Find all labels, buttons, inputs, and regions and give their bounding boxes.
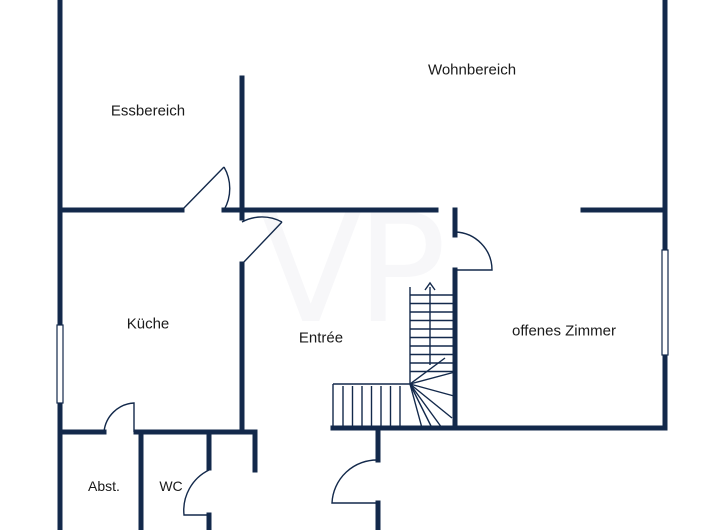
- interior-walls: [57, 75, 668, 530]
- room-label-entree: Entrée: [298, 329, 344, 347]
- doors: [103, 166, 493, 516]
- staircase: [332, 281, 456, 429]
- room-label-essbereich: Essbereich: [110, 102, 186, 120]
- door-kueche-entree: [241, 216, 283, 265]
- room-label-wc: WC: [159, 478, 183, 494]
- door-entree-wohnbereich: [454, 210, 493, 271]
- window-offenes-zimmer: [661, 249, 669, 356]
- door-abstellraum: [103, 402, 135, 433]
- door-entrance: [331, 459, 379, 504]
- door-essbereich-kueche: [181, 166, 231, 211]
- window-kueche: [56, 324, 64, 404]
- room-label-wohnbereich: Wohnbereich: [427, 61, 517, 79]
- room-label-offenes-zimmer: offenes Zimmer: [512, 322, 616, 340]
- door-wc: [183, 469, 210, 516]
- room-label-abstellraum: Abst.: [88, 478, 120, 494]
- outer-walls: [57, 0, 668, 530]
- windows: [56, 249, 669, 404]
- room-label-kueche: Küche: [126, 315, 170, 333]
